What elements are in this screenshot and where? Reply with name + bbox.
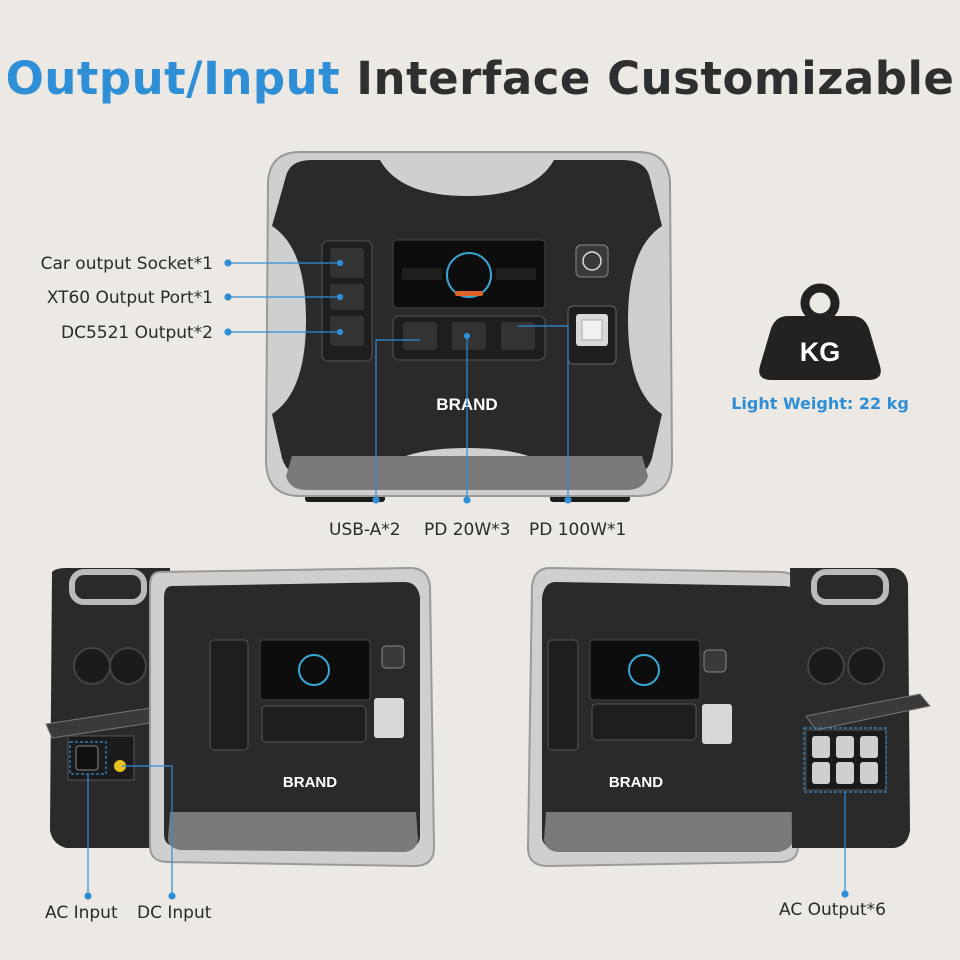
front-unit: BRAND [264, 151, 674, 502]
label-pd100: PD 100W*1 [529, 520, 627, 540]
weight-icon: KG [759, 283, 881, 380]
weight-badge: KG [800, 337, 841, 367]
left-unit: BRAND [45, 566, 436, 868]
left-callouts [69, 741, 176, 900]
label-dc5521: DC5521 Output*2 [61, 323, 213, 343]
title-accent: Output/Input [5, 52, 341, 105]
page-title: Output/Input Interface Customizable [0, 52, 960, 105]
label-car-socket: Car output Socket*1 [40, 254, 213, 274]
label-ac-input: AC Input [45, 903, 118, 923]
label-xt60: XT60 Output Port*1 [46, 288, 213, 308]
label-usb-a: USB-A*2 [329, 520, 401, 540]
right-unit: BRAND [526, 566, 931, 868]
title-main: Interface Customizable [356, 52, 955, 105]
right-brand: BRAND [609, 774, 663, 791]
weight-text: Light Weight: 22 kg [731, 394, 909, 413]
left-brand: BRAND [283, 774, 337, 791]
front-callouts [224, 259, 572, 504]
label-dc-input: DC Input [137, 903, 212, 923]
right-callouts [803, 727, 887, 898]
label-ac-output: AC Output*6 [779, 900, 886, 920]
label-pd20: PD 20W*3 [424, 520, 511, 540]
